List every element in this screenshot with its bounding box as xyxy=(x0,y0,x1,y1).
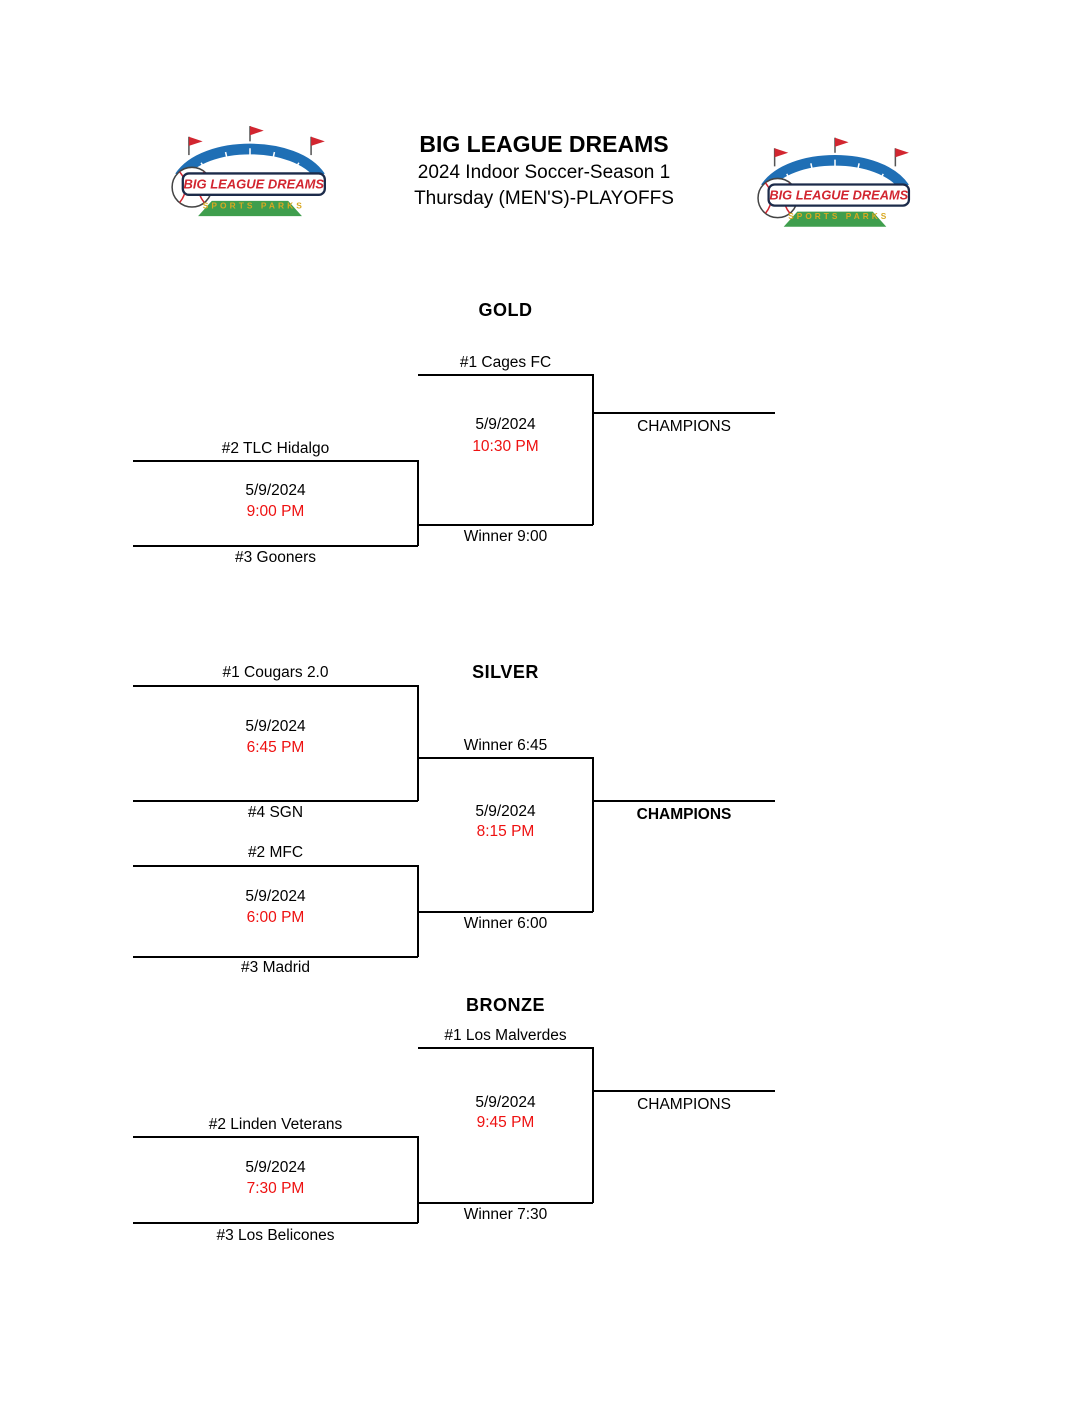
bronze-champions-line xyxy=(593,1090,775,1092)
silver-champions-label: CHAMPIONS xyxy=(636,806,732,823)
gold-semi-bottom-line xyxy=(133,545,418,547)
bronze-final-top-line xyxy=(418,1047,593,1049)
gold-semi-time: 9:00 PM xyxy=(246,503,305,520)
silver-semi1-date: 5/9/2024 xyxy=(245,718,306,735)
flag-icon xyxy=(188,136,203,156)
silver-semi2-time: 6:00 PM xyxy=(246,909,305,926)
silver-semi2-top-team-label: #2 MFC xyxy=(247,844,304,861)
logo-sub-text: SPORTS PARKS xyxy=(788,211,889,221)
silver-semi2-top-line xyxy=(133,865,418,867)
bronze-semi-top-team-label: #2 Linden Veterans xyxy=(208,1116,343,1133)
bronze-semi-date: 5/9/2024 xyxy=(245,1159,306,1176)
silver-semi2-bottom-team-label: #3 Madrid xyxy=(241,959,310,976)
silver-final-top-line xyxy=(418,757,593,759)
silver-semi1-time: 6:45 PM xyxy=(246,739,305,756)
silver-semi2-date: 5/9/2024 xyxy=(245,888,306,905)
bronze-semi-bottom-team-label: #3 Los Belicones xyxy=(216,1227,335,1244)
flag-icon xyxy=(834,137,849,153)
bronze-final-bottom-line xyxy=(418,1202,593,1204)
page-subtitle-season: 2024 Indoor Soccer-Season 1 xyxy=(417,162,671,183)
bronze-semi-time: 7:30 PM xyxy=(246,1180,305,1197)
silver-winner2-label: Winner 6:00 xyxy=(463,915,548,932)
silver-semi1-right-line xyxy=(417,685,419,801)
big-league-dreams-logo: BIG LEAGUE DREAMS SPORTS PARKS xyxy=(171,126,326,217)
page-title: BIG LEAGUE DREAMS xyxy=(419,131,669,157)
stadium-arch-panels xyxy=(200,148,300,174)
silver-semi1-top-line xyxy=(133,685,418,687)
page-subtitle-division: Thursday (MEN'S)-PLAYOFFS xyxy=(414,188,674,209)
bronze-semi-right-line xyxy=(417,1136,419,1223)
silver-semi2-bottom-line xyxy=(133,956,418,958)
silver-semi1-bottom-line xyxy=(133,800,418,802)
gold-heading: GOLD xyxy=(478,300,533,320)
stadium-arch-panels xyxy=(786,159,884,185)
gold-semi-date: 5/9/2024 xyxy=(245,482,306,499)
gold-champions-line xyxy=(593,412,775,414)
logo-banner: BIG LEAGUE DREAMS xyxy=(767,183,911,207)
bronze-semi-top-line xyxy=(133,1136,418,1138)
gold-final-top-line xyxy=(418,374,593,376)
gold-semi-bottom-team-label: #3 Gooners xyxy=(235,549,316,566)
gold-final-bottom-line xyxy=(418,524,593,526)
gold-semi-top-line xyxy=(133,460,418,462)
logo-banner: BIG LEAGUE DREAMS xyxy=(181,172,326,196)
flag-icon xyxy=(773,148,789,167)
silver-semi2-right-line xyxy=(417,865,419,957)
bronze-semi-bottom-line xyxy=(133,1222,418,1224)
logo-banner-text: BIG LEAGUE DREAMS xyxy=(769,188,908,203)
silver-final-date: 5/9/2024 xyxy=(475,803,536,820)
bronze-final-time: 9:45 PM xyxy=(476,1114,535,1131)
silver-final-right-line xyxy=(592,757,594,912)
silver-final-time: 8:15 PM xyxy=(476,823,535,840)
gold-final-right-line xyxy=(592,374,594,525)
logo-sub-text: SPORTS PARKS xyxy=(203,201,305,211)
bronze-final-right-line xyxy=(592,1047,594,1203)
silver-semi1-top-team-label: #1 Cougars 2.0 xyxy=(222,664,329,681)
bronze-champions-label: CHAMPIONS xyxy=(637,1096,731,1113)
gold-bye-team-label: #1 Cages FC xyxy=(459,354,552,371)
silver-heading: SILVER xyxy=(472,662,539,682)
flag-icon xyxy=(310,136,325,156)
bronze-heading: BRONZE xyxy=(466,995,545,1015)
flag-icon xyxy=(249,126,264,142)
grass-field xyxy=(198,200,302,217)
bronze-winner-label: Winner 7:30 xyxy=(463,1206,548,1223)
gold-final-date: 5/9/2024 xyxy=(475,416,536,433)
gold-winner-label: Winner 9:00 xyxy=(463,528,548,545)
logo-banner-text: BIG LEAGUE DREAMS xyxy=(184,177,325,192)
flag-icon xyxy=(894,148,909,167)
silver-semi1-bottom-team-label: #4 SGN xyxy=(247,804,304,821)
gold-champions-label: CHAMPIONS xyxy=(637,418,731,435)
gold-final-time: 10:30 PM xyxy=(472,438,539,455)
silver-champions-line xyxy=(593,800,775,802)
silver-winner1-label: Winner 6:45 xyxy=(463,737,548,754)
gold-semi-top-team-label: #2 TLC Hidalgo xyxy=(221,440,330,457)
grass-field xyxy=(783,211,887,227)
bronze-final-date: 5/9/2024 xyxy=(475,1094,536,1111)
bronze-bye-team-label: #1 Los Malverdes xyxy=(444,1027,567,1044)
silver-final-bottom-line xyxy=(418,911,593,913)
gold-semi-right-line xyxy=(417,460,419,546)
big-league-dreams-logo: BIG LEAGUE DREAMS SPORTS PARKS xyxy=(757,137,911,227)
